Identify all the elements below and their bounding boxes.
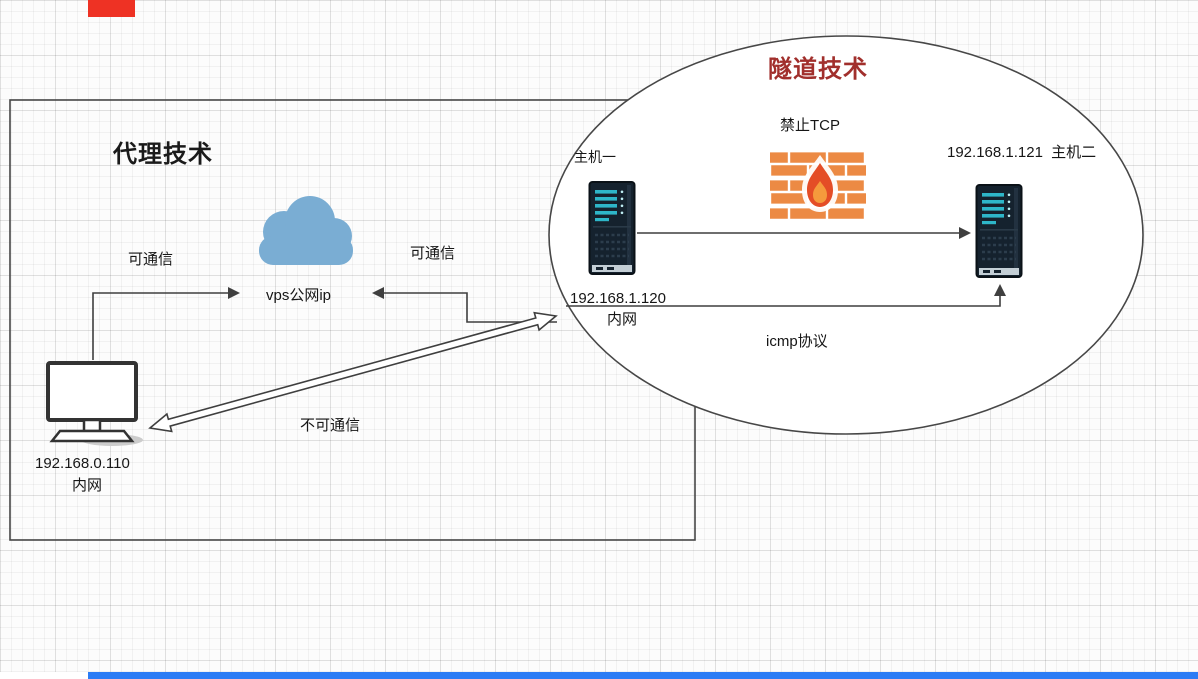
horizontal-scrollbar[interactable] xyxy=(88,672,1198,679)
host1-name: 主机一 xyxy=(574,149,616,165)
firewall-caption: 禁止TCP xyxy=(780,117,841,134)
host1-ip: 192.168.1.120 xyxy=(570,290,666,307)
pc-ip: 192.168.0.110 xyxy=(35,455,130,472)
host2-caption: 192.168.1.121 主机二 xyxy=(947,144,1096,161)
blocked-double-arrow xyxy=(148,311,558,433)
host1-network: 内网 xyxy=(607,311,638,328)
server-host1-icon xyxy=(588,181,636,276)
host2-name: 主机二 xyxy=(1051,144,1097,161)
connector-icmp xyxy=(566,284,1006,307)
host2-ip: 192.168.1.121 xyxy=(947,144,1043,161)
proxy-title: 代理技术 xyxy=(113,141,213,168)
firewall-icon xyxy=(770,150,866,220)
blocked-label: 不可通信 xyxy=(300,417,361,434)
pc-network: 内网 xyxy=(72,477,103,494)
link-right-label: 可通信 xyxy=(410,245,456,262)
red-marker xyxy=(88,0,135,17)
connector-host1-to-host2 xyxy=(637,227,971,239)
scrollbar-gutter xyxy=(0,672,88,679)
connector-pc-to-cloud xyxy=(92,287,240,360)
tunnel-title: 隧道技术 xyxy=(768,56,868,83)
cloud-icon xyxy=(259,196,353,265)
connector-tunnel-to-cloud xyxy=(372,287,557,323)
pc-icon xyxy=(46,361,143,446)
link-left-label: 可通信 xyxy=(128,251,174,268)
tunnel-ellipse xyxy=(548,35,1144,435)
server-host2-icon xyxy=(975,183,1023,279)
cloud-label: vps公网ip xyxy=(266,287,332,304)
icmp-label: icmp协议 xyxy=(766,333,828,350)
